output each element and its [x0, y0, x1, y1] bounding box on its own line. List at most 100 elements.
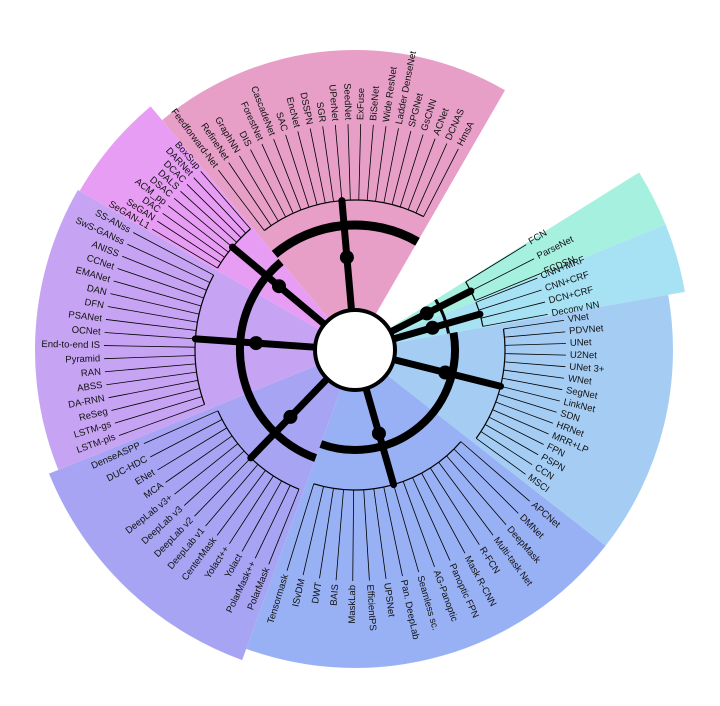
- leaf-branch: [347, 124, 351, 201]
- leaf-branch: [500, 385, 560, 402]
- inner-ring-arc: [319, 331, 459, 454]
- leaf-branch: [194, 457, 252, 517]
- leaf-branch: [285, 134, 310, 208]
- leaf-branch: [193, 177, 246, 234]
- leaf-branch: [460, 441, 530, 502]
- leaf-branch: [106, 371, 197, 386]
- leaf-branch: [273, 139, 302, 211]
- inner-ring-arc: [271, 220, 420, 258]
- leaf-branch: [239, 155, 279, 222]
- leaf-branch: [375, 126, 387, 202]
- leaf-branch: [205, 464, 259, 527]
- leaf-branch: [399, 134, 424, 208]
- leaf-branch: [104, 363, 196, 373]
- leaf-branch: [186, 184, 242, 238]
- leaf-label: MaskLab: [347, 585, 358, 624]
- leaf-branch: [118, 404, 205, 436]
- leaf-label: ExFuse: [355, 88, 367, 120]
- leaf-label: EfficientPS: [364, 584, 378, 631]
- inner-ring-arc: [236, 258, 318, 462]
- leaf-branch: [241, 480, 282, 552]
- leaf-branch: [165, 435, 233, 483]
- leaf-branch: [228, 475, 274, 545]
- leaf-branch: [162, 212, 225, 258]
- leaf-branch: [254, 485, 291, 559]
- leaf-branch: [383, 486, 403, 577]
- leaf-branch: [122, 255, 207, 291]
- leaf-branch: [503, 319, 564, 330]
- leaf-branch: [475, 273, 541, 301]
- leaf-branch: [157, 427, 228, 471]
- leaf-branch: [107, 306, 198, 323]
- leaf-branch: [485, 424, 539, 456]
- branch-node: [339, 250, 354, 265]
- leaf-branch: [438, 462, 494, 536]
- leaf-branch: [423, 148, 459, 217]
- leaf-branch: [415, 143, 448, 214]
- leaf-label: BAIS: [329, 584, 342, 606]
- leaf-branch: [322, 126, 334, 202]
- leaf-label: DAN: [86, 283, 108, 298]
- leaf-branch: [366, 124, 374, 201]
- leaf-branch: [110, 293, 200, 315]
- leaf-label: End-to-end IS: [41, 339, 100, 351]
- branch-node: [249, 336, 264, 351]
- leaf-branch: [504, 361, 566, 368]
- leaf-branch: [183, 450, 245, 506]
- leaf-branch: [504, 353, 566, 356]
- leaf-branch: [393, 484, 420, 573]
- leaf-branch: [334, 124, 343, 201]
- branch-node: [283, 409, 298, 424]
- branch-node: [371, 426, 386, 441]
- leaf-label: UNet 3+: [569, 362, 605, 376]
- leaf-branch: [104, 332, 196, 340]
- leaf-branch: [478, 289, 542, 311]
- leaf-branch: [335, 489, 344, 581]
- leaf-label: PSANet: [68, 309, 103, 324]
- leaf-label: Pyramid: [65, 353, 100, 365]
- leaf-branch: [150, 419, 223, 458]
- leaf-branch: [480, 431, 533, 466]
- leaf-branch: [105, 319, 197, 331]
- leaf-branch: [133, 232, 214, 276]
- leaf-label: WNet: [567, 373, 592, 387]
- leaf-branch: [402, 481, 435, 568]
- leaf-branch: [228, 162, 272, 226]
- sector-cyan: [392, 224, 685, 344]
- leaf-branch: [407, 138, 436, 210]
- leaf-branch: [261, 143, 294, 214]
- leaf-branch: [127, 243, 211, 283]
- branch-layer: [104, 124, 566, 581]
- leaf-branch: [383, 128, 399, 203]
- leaf-label: UPSNet: [381, 582, 397, 618]
- leaf-label: DWT: [310, 581, 324, 604]
- leaf-branch: [498, 393, 557, 413]
- leaf-branch: [108, 379, 198, 399]
- leaf-branch: [504, 331, 566, 338]
- leaf-branch: [218, 169, 265, 231]
- center-hub: [313, 308, 397, 392]
- leaf-branch: [492, 409, 549, 435]
- leaf-branch: [286, 483, 315, 571]
- leaf-branch: [297, 131, 318, 205]
- leaf-branch: [104, 345, 196, 348]
- leaf-branch: [309, 128, 326, 204]
- leaf-branch: [358, 124, 362, 201]
- leaf-branch: [104, 355, 196, 360]
- leaf-branch: [412, 477, 451, 561]
- leaf-branch: [488, 416, 544, 445]
- leaf-branch: [421, 472, 466, 554]
- leaf-branch: [113, 280, 202, 307]
- leaf-label: OCNet: [71, 325, 101, 338]
- leaf-branch: [495, 401, 554, 424]
- leaf-branch: [504, 343, 566, 346]
- leaf-branch: [470, 258, 535, 292]
- leaf-label: ABSS: [77, 380, 104, 394]
- inner-ring-arc: [434, 298, 451, 334]
- leaf-branch: [216, 470, 266, 536]
- leaf-branch: [174, 443, 239, 495]
- leaf-branch: [503, 369, 565, 379]
- leaf-branch: [180, 190, 237, 243]
- leaf-branch: [302, 486, 324, 576]
